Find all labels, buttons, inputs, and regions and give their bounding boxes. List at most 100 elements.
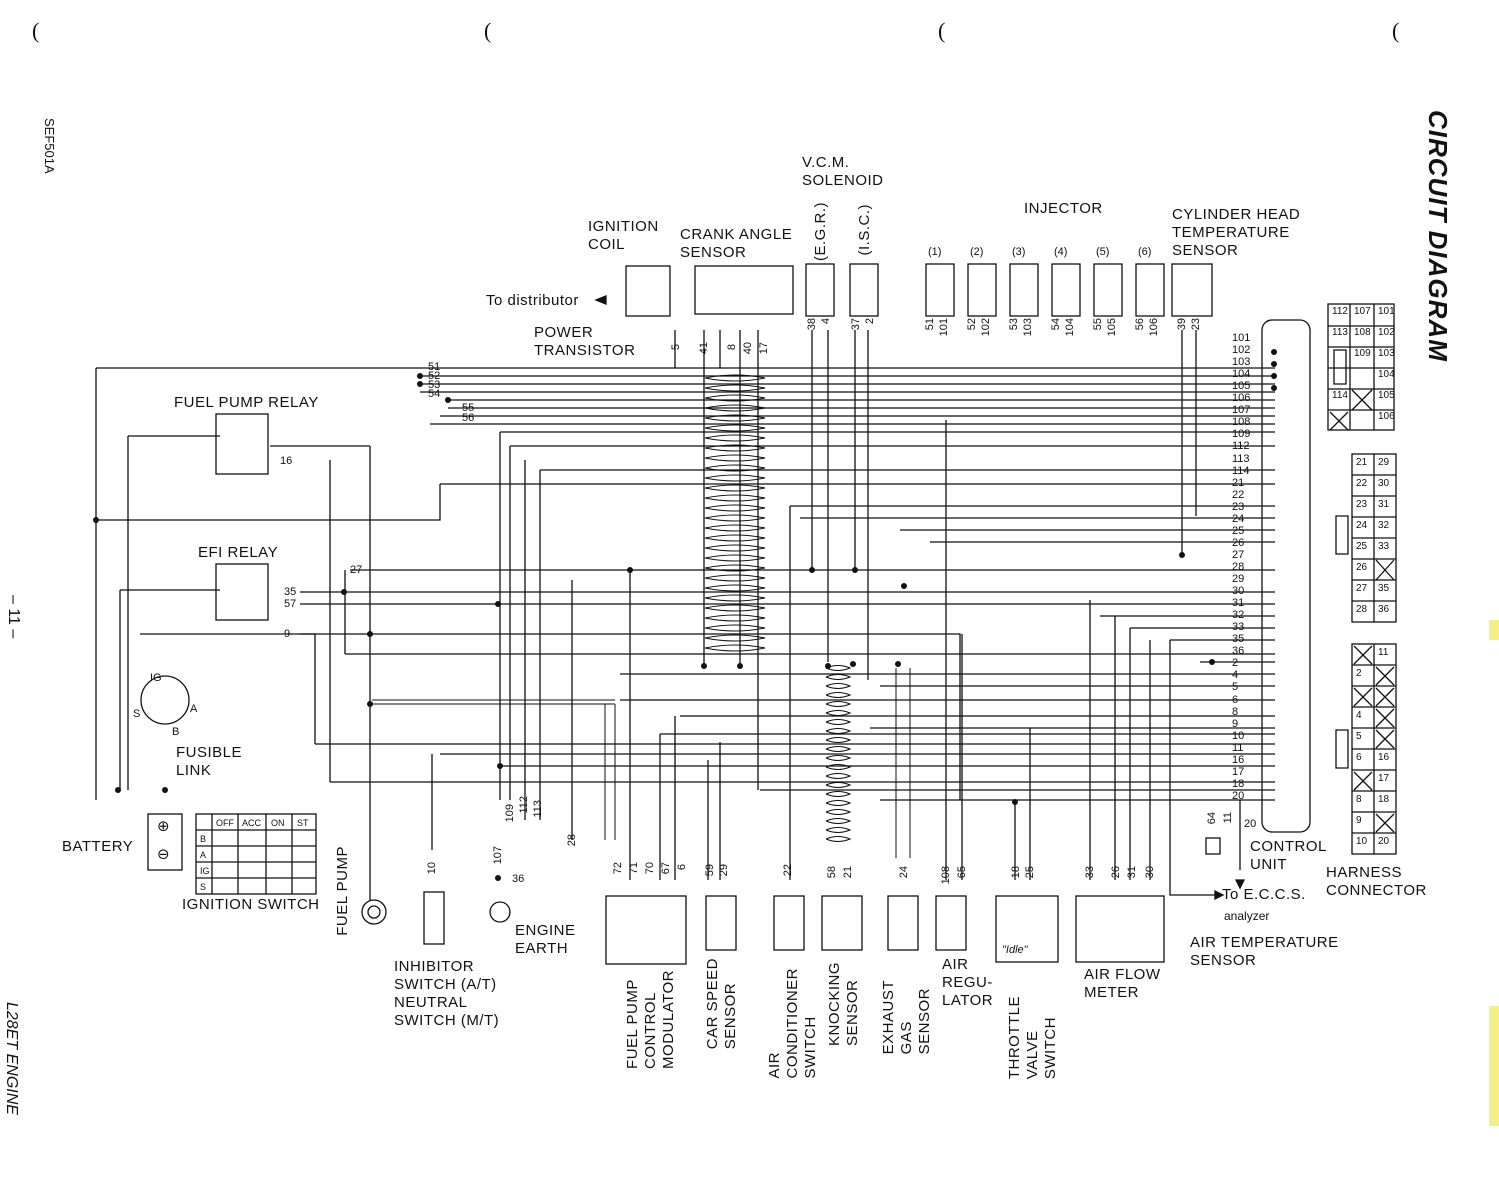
wire-25: 25: [1024, 866, 1036, 879]
control-unit-pin: 21: [1232, 476, 1245, 489]
ign-table-row-a: A: [200, 850, 207, 860]
aircon-switch-label: AIR CONDITIONER SWITCH: [766, 968, 819, 1079]
control-unit-pin: 20: [1232, 789, 1245, 802]
wire-107: 107: [492, 846, 504, 865]
wire-36: 36: [512, 873, 525, 885]
paren-3: (: [938, 18, 946, 43]
wire-inj6-b: 106: [1148, 318, 1160, 337]
harness-grids: [1327, 303, 1397, 855]
wire-16: 16: [280, 455, 293, 467]
ign-table-row-ig: IG: [200, 866, 210, 876]
page-title: CIRCUIT DIAGRAM: [1423, 110, 1453, 362]
engine-earth-label: ENGINE EARTH: [515, 922, 576, 957]
wire-29: 29: [718, 864, 730, 877]
harness-connector-pin: 32: [1378, 520, 1390, 531]
vertical-wires: [95, 330, 1241, 900]
control-unit-pin: 24: [1232, 512, 1245, 525]
exhaust-gas-sensor-label: EXHAUST GAS SENSOR: [880, 980, 933, 1055]
control-unit-pin: 36: [1232, 645, 1245, 658]
control-unit-pin: 22: [1232, 488, 1245, 501]
ign-terminal-ig: IG: [150, 672, 162, 684]
fuel-pump-label: FUEL PUMP: [334, 846, 351, 936]
wire-inj1-a: 51: [924, 318, 936, 331]
ign-table-on: ON: [271, 818, 285, 828]
control-unit-pin: 104: [1232, 368, 1251, 381]
wire-51: 51: [428, 361, 441, 373]
wire-38: 38: [806, 318, 818, 331]
harness-connector-pin: 25: [1356, 541, 1368, 552]
wire-59: 59: [704, 864, 716, 877]
control-unit-pin: 101: [1232, 332, 1251, 344]
control-unit-pin: 109: [1232, 428, 1251, 441]
wire-30: 30: [1144, 866, 1156, 879]
harness-connector-pin: 113: [1332, 327, 1348, 338]
control-unit-pin: 32: [1232, 609, 1245, 622]
control-unit-pin: 17: [1232, 765, 1245, 778]
control-unit-pin: 2: [1232, 657, 1239, 670]
control-unit-pin: 27: [1232, 548, 1245, 561]
fusible-link-label: FUSIBLE LINK: [176, 744, 243, 779]
harness-connector-pin: 17: [1378, 773, 1390, 784]
injector-3-label: (3): [1012, 246, 1026, 258]
harness-connector-pin: 104: [1378, 369, 1395, 380]
control-unit-pin: 25: [1232, 524, 1245, 537]
car-speed-sensor-label: CAR SPEED SENSOR: [704, 958, 739, 1050]
wire-56: 56: [462, 412, 475, 424]
engine-label: L28ET ENGINE: [3, 1002, 20, 1115]
wire-53: 53: [428, 379, 441, 391]
wire-65: 65: [956, 866, 968, 879]
harness-connector-pin: 35: [1378, 583, 1390, 594]
wire-54: 54: [428, 388, 441, 400]
wire-inj1-b: 101: [938, 318, 950, 337]
ign-table-acc: ACC: [242, 818, 262, 828]
wire-112: 112: [518, 796, 530, 814]
wire-35: 35: [284, 586, 297, 598]
wire-21: 21: [842, 866, 854, 879]
harness-connector-pin: 33: [1378, 541, 1390, 552]
injector-4-label: (4): [1054, 246, 1068, 258]
wire-72: 72: [612, 862, 624, 875]
wire-31: 31: [1126, 866, 1138, 879]
wire-108: 108: [940, 866, 952, 885]
harness-connector-pin: 102: [1378, 327, 1395, 338]
page-number: – 11 –: [5, 595, 22, 639]
ign-table-st: ST: [297, 818, 309, 828]
wire-inj2-a: 52: [966, 318, 978, 331]
wire-inj4-a: 54: [1050, 318, 1062, 331]
injector-6-label: (6): [1138, 246, 1152, 258]
control-unit-pin: 18: [1232, 777, 1245, 790]
injector-label: INJECTOR: [1024, 200, 1103, 217]
air-flow-meter-label: AIR FLOW METER: [1084, 966, 1161, 1001]
scan-edge-mark-1: [1489, 620, 1499, 640]
harness-connector-pin: 16: [1378, 752, 1390, 763]
wire-55: 55: [462, 402, 475, 414]
wire-58: 58: [826, 866, 838, 879]
fpcm-label: FUEL PUMP CONTROL MODULATOR: [624, 970, 677, 1069]
paren-1: (: [32, 18, 40, 43]
injector-2-label: (2): [970, 246, 984, 258]
isc-label: (I.S.C.): [856, 204, 873, 256]
wire-4: 4: [820, 318, 832, 325]
battery-label: BATTERY: [62, 838, 134, 855]
control-unit-pin: 26: [1232, 536, 1245, 549]
harness-connector-pin: 24: [1356, 520, 1368, 531]
wire-28: 28: [566, 834, 578, 847]
control-unit-pin: 6: [1232, 693, 1239, 706]
wire-11: 11: [1222, 812, 1234, 824]
wire-9: 9: [284, 628, 291, 640]
harness-connector-pin: 27: [1356, 583, 1368, 594]
wire-40: 40: [742, 342, 754, 355]
air-temperature-sensor-label: AIR TEMPERATURE SENSOR: [1190, 934, 1339, 969]
control-unit-label: CONTROL UNIT: [1250, 838, 1327, 873]
figure-id: SEF501A: [42, 118, 57, 174]
control-unit-pin: 103: [1232, 356, 1251, 369]
harness-connector-pin: 28: [1356, 604, 1368, 615]
wire-52: 52: [428, 370, 441, 382]
throttle-valve-switch-label: THROTTLE VALVE SWITCH: [1006, 996, 1059, 1080]
control-unit-pin: 105: [1232, 380, 1251, 393]
junction-dots: [93, 349, 1277, 881]
wire-inj2-b: 102: [980, 318, 992, 337]
fuel-pump-relay-label: FUEL PUMP RELAY: [174, 394, 319, 411]
component-boxes: [140, 263, 1221, 965]
wire-24: 24: [898, 866, 910, 879]
